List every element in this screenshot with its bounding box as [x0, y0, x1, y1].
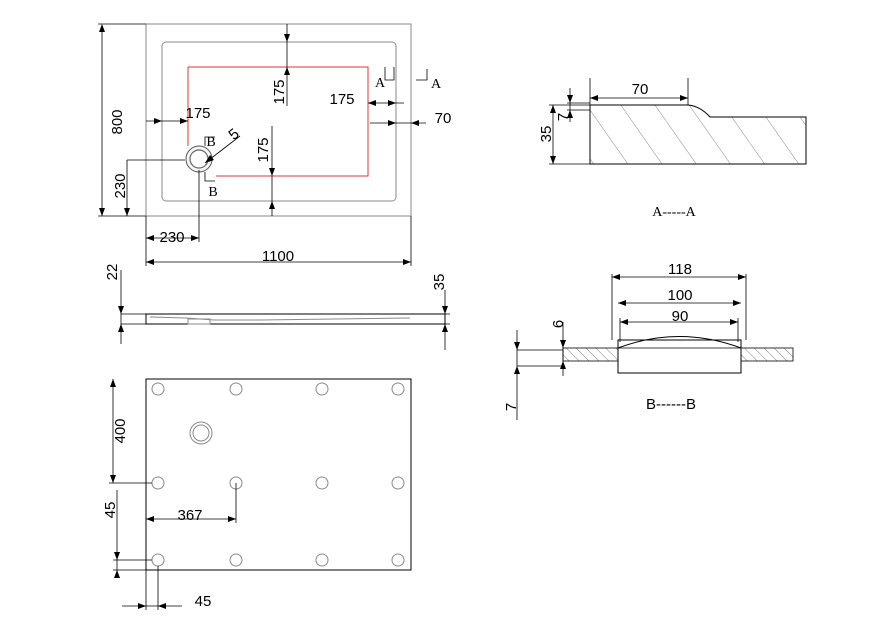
slab-left [562, 347, 619, 362]
dim-175-right: 175 [329, 91, 354, 108]
dim-radius-5: 5 [225, 125, 242, 143]
dim-35-section-a: 35 [538, 126, 555, 143]
foot [151, 476, 165, 490]
section-a-profile [589, 104, 807, 165]
foot [315, 382, 329, 396]
dim-1100: 1100 [262, 248, 294, 265]
tray-inner-rim [161, 41, 397, 202]
section-mark-a-left: A [375, 76, 386, 91]
support-feet [151, 382, 405, 567]
dim-7-section-a: 7 [555, 113, 572, 121]
dim-230-horizontal: 230 [159, 229, 184, 246]
dim-22: 22 [104, 264, 121, 281]
foot [315, 553, 329, 567]
drain-cap [617, 336, 742, 349]
section-a-a: 70 7 35 A-----A [538, 78, 807, 220]
dim-70-section-a: 70 [632, 81, 649, 98]
drain-body [617, 339, 742, 374]
dim-175-lower: 175 [255, 137, 272, 162]
drain-inner [189, 149, 209, 169]
dim-230-vertical: 230 [112, 173, 129, 198]
dim-7-section-b: 7 [503, 403, 520, 411]
dim-35-side: 35 [431, 274, 448, 291]
dim-100: 100 [667, 287, 692, 304]
dim-800: 800 [109, 109, 126, 134]
section-mark-a-right: A [431, 77, 442, 92]
dim-90: 90 [672, 308, 689, 325]
foot [315, 476, 329, 490]
top-view: 800 230 175 175 175 175 70 [98, 23, 452, 266]
dim-118: 118 [668, 261, 692, 278]
section-a-label: A-----A [652, 205, 696, 220]
foot [391, 382, 405, 396]
dim-175-top: 175 [271, 79, 288, 104]
section-b-b: 118 100 90 6 7 B------B [503, 261, 794, 420]
foot [229, 382, 243, 396]
side-view: 22 35 [104, 264, 450, 350]
drain-hole [189, 421, 213, 445]
dim-175-left: 175 [185, 105, 210, 122]
tray-outline [145, 23, 412, 217]
dim-45-vertical: 45 [102, 502, 119, 519]
bottom-outline [145, 378, 412, 571]
bottom-view: 400 367 45 45 [102, 378, 412, 610]
foot [391, 476, 405, 490]
red-offset-outline [187, 66, 369, 177]
foot [229, 553, 243, 567]
dim-367: 367 [177, 507, 202, 524]
dim-45-horizontal: 45 [195, 593, 212, 610]
section-mark-b-lower: B [208, 185, 217, 200]
dim-6: 6 [550, 320, 567, 328]
section-mark-b-upper: B [206, 135, 215, 150]
foot [151, 553, 165, 567]
foot [151, 382, 165, 396]
section-b-label: B------B [646, 396, 696, 413]
foot [391, 553, 405, 567]
dim-70-edge: 70 [435, 110, 452, 127]
slab-right [740, 347, 794, 362]
dim-400: 400 [112, 418, 129, 443]
